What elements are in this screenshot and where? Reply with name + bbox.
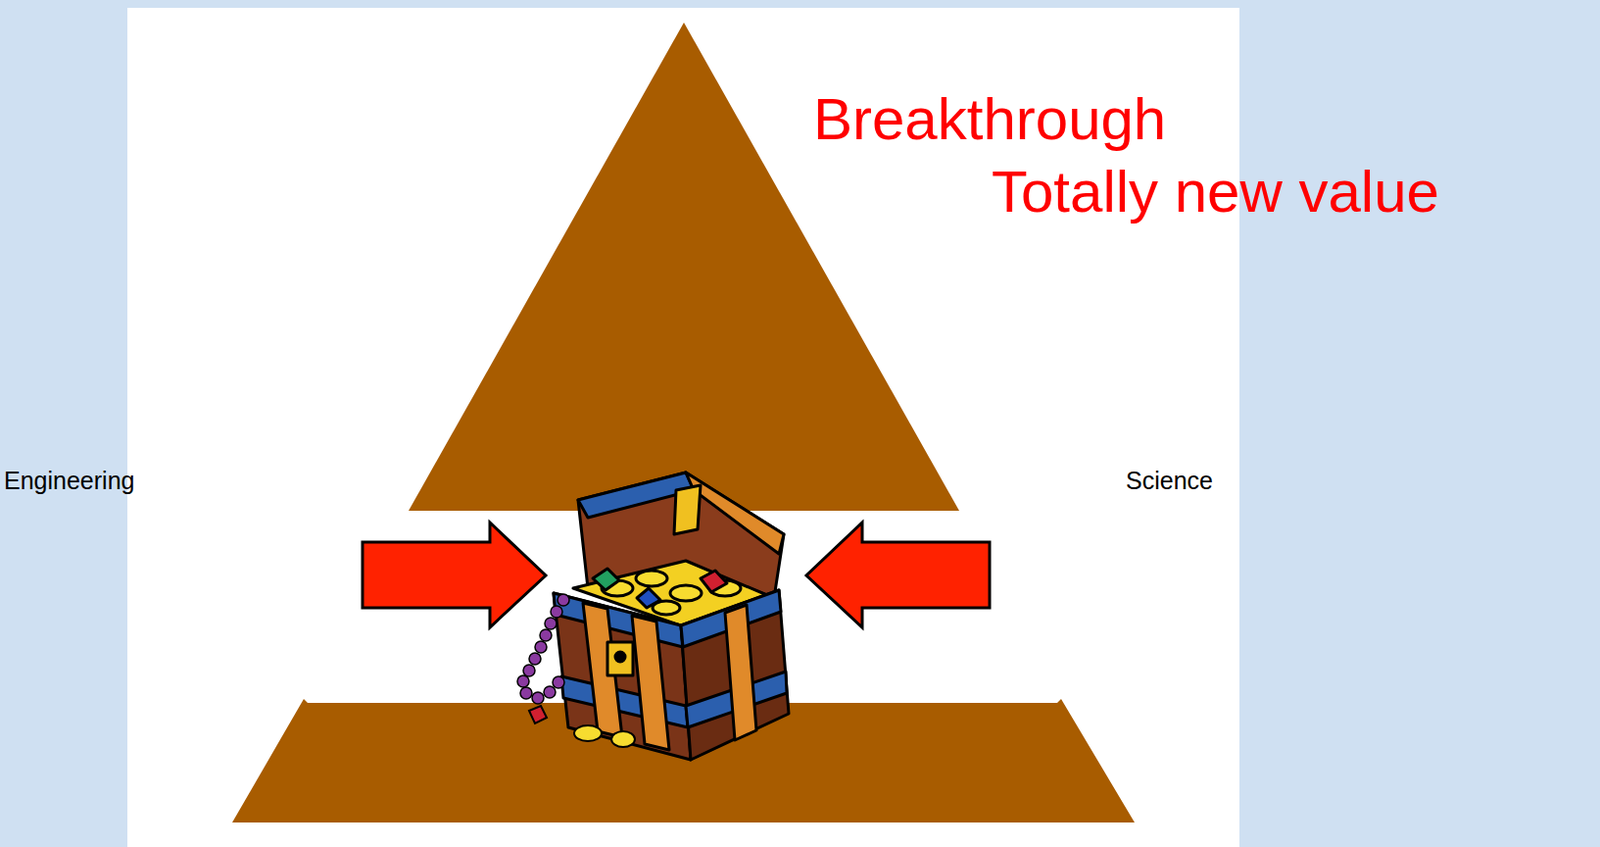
headline-text: Breakthrough [813,84,1166,155]
side-label: Engineering [3,465,135,495]
white-panel [127,7,1240,847]
right-arrow [806,522,990,628]
loose-treasure [529,705,635,747]
headline-text: Totally new value [991,156,1440,228]
treasure-chest [553,472,789,760]
side-label: Science [1125,465,1213,495]
left-arrow [362,522,546,628]
necklace [517,593,570,704]
